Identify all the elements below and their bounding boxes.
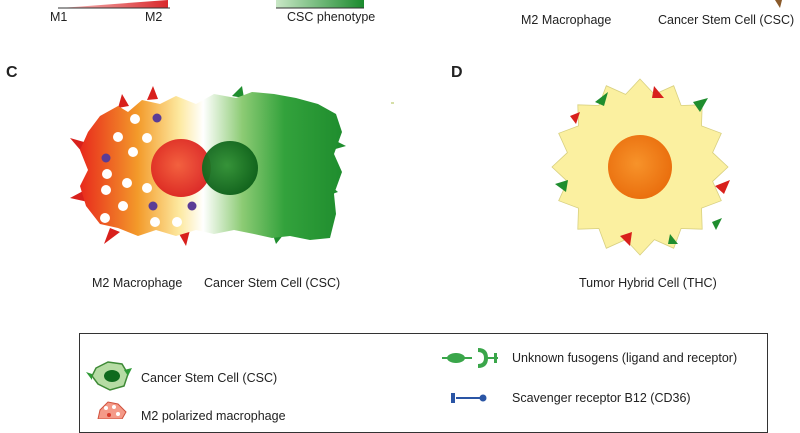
- label-csc-phenotype: CSC phenotype: [287, 10, 376, 24]
- legend-label-csc: Cancer Stem Cell (CSC): [141, 371, 278, 385]
- label-c-cancer-stem-cell: Cancer Stem Cell (CSC): [204, 276, 341, 290]
- label-d-tumor-hybrid-cell: Tumor Hybrid Cell (THC): [579, 276, 717, 290]
- panel-letter-c: C: [6, 64, 18, 81]
- label-top-m2-macrophage: M2 Macrophage: [521, 13, 612, 27]
- label-m1: M1: [50, 10, 68, 24]
- legend-cd36-icon: [451, 393, 487, 403]
- label-m2: M2: [145, 10, 163, 24]
- panel-c-fusing-cells: [70, 86, 346, 246]
- legend-m2-macrophage-icon: [97, 401, 127, 419]
- legend-label-fusogens: Unknown fusogens (ligand and receptor): [512, 351, 738, 365]
- top-cell-fragment: [775, 0, 782, 8]
- legend-fusogens-icon: [442, 348, 498, 368]
- top-gradient-bar-red: [58, 0, 170, 9]
- legend-label-m2-polarized: M2 polarized macrophage: [141, 409, 286, 423]
- panel-d-hybrid-cell: [551, 78, 730, 256]
- label-c-m2-macrophage: M2 Macrophage: [92, 276, 183, 290]
- legend-label-cd36: Scavenger receptor B12 (CD36): [512, 391, 691, 405]
- panel-letter-d: D: [451, 64, 463, 81]
- top-gradient-bar-green: [276, 0, 364, 9]
- label-top-cancer-stem-cell: Cancer Stem Cell (CSC): [658, 13, 795, 27]
- panel-c-granules: [100, 113, 197, 227]
- legend-csc-icon: [86, 361, 132, 391]
- figure-graphics: [58, 0, 782, 419]
